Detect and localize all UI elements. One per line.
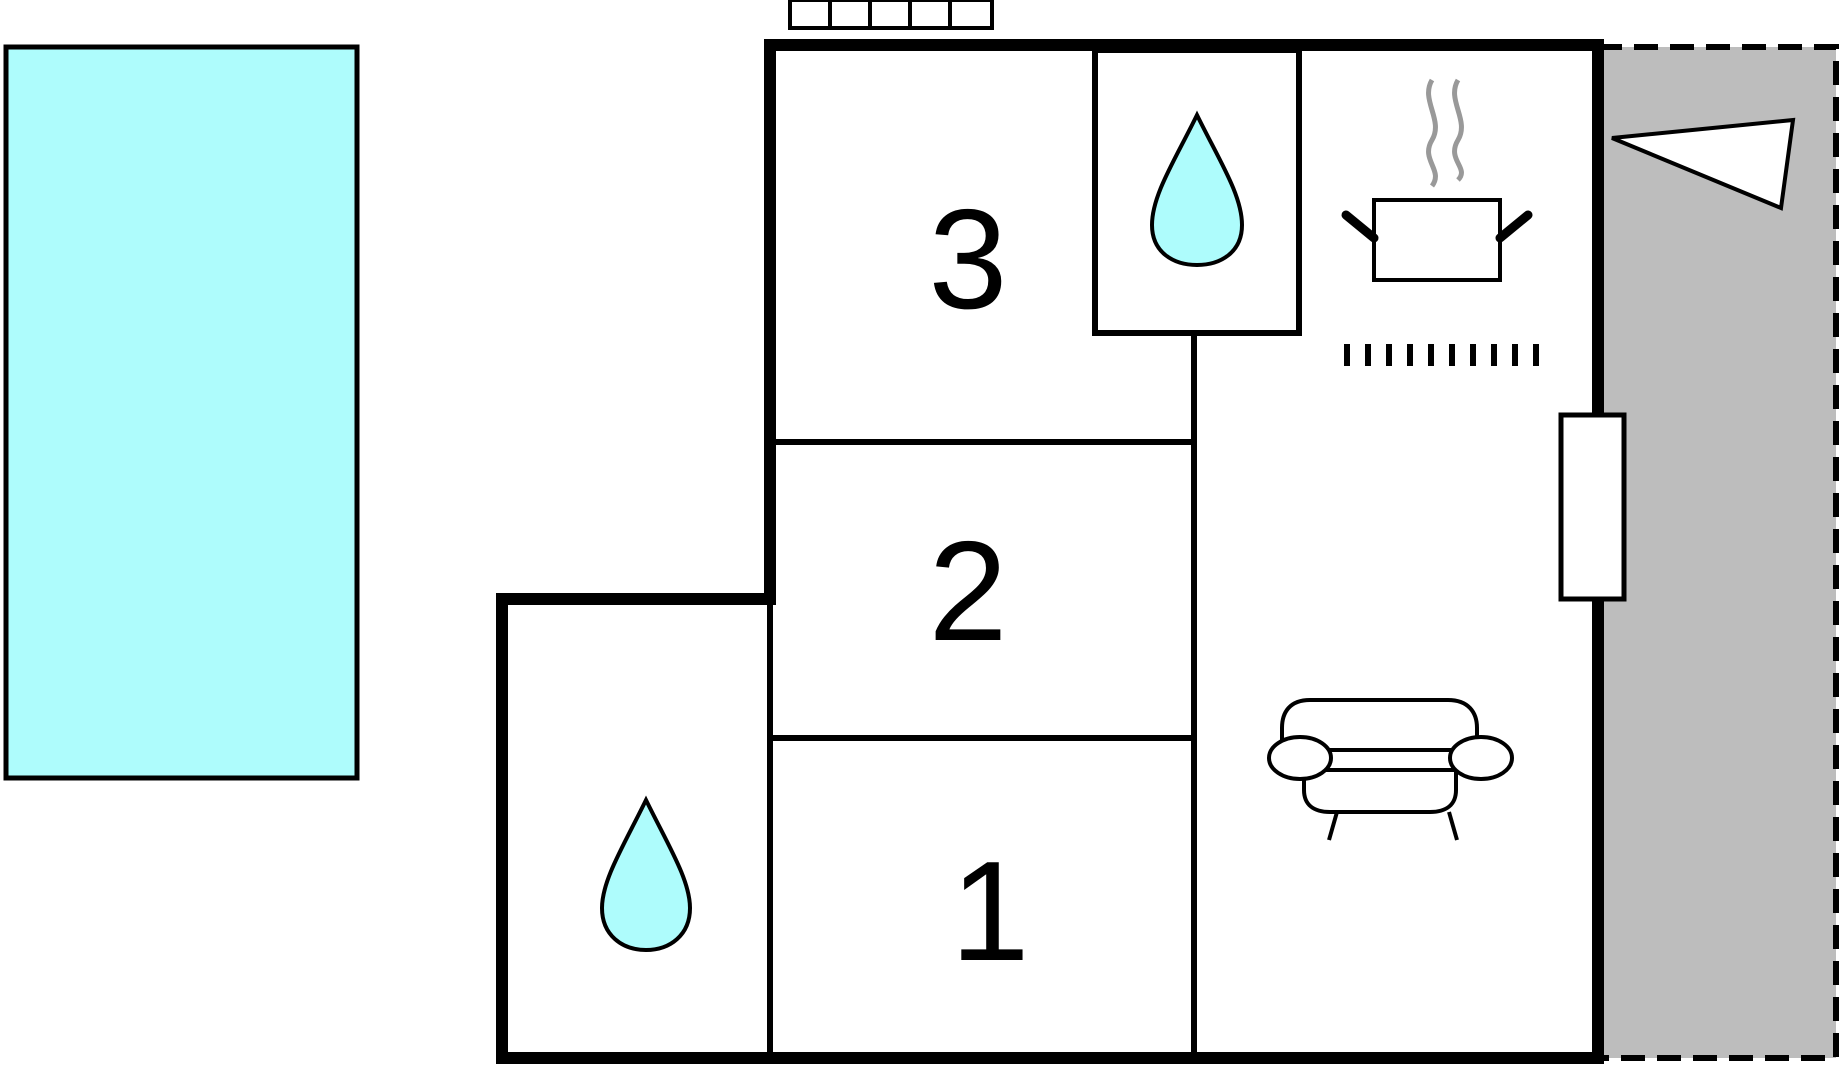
- terrace-dashed-border: [1598, 44, 1839, 1061]
- pool: [3, 44, 360, 781]
- terrace: [1598, 47, 1836, 1058]
- top-window: [788, 0, 994, 30]
- water-drop-icon: [599, 795, 693, 953]
- sofa-icon: [1267, 698, 1514, 841]
- room-number-3: 3: [929, 180, 1008, 339]
- upper-bathroom: [1092, 47, 1302, 336]
- cooking-pot-icon: [1341, 78, 1533, 282]
- terrace-door: [1558, 412, 1627, 602]
- room-number-1: 1: [951, 832, 1030, 991]
- room-number-2: 2: [929, 512, 1008, 671]
- water-drop-icon: [1149, 110, 1245, 268]
- compass-pointer-icon: [1611, 117, 1796, 211]
